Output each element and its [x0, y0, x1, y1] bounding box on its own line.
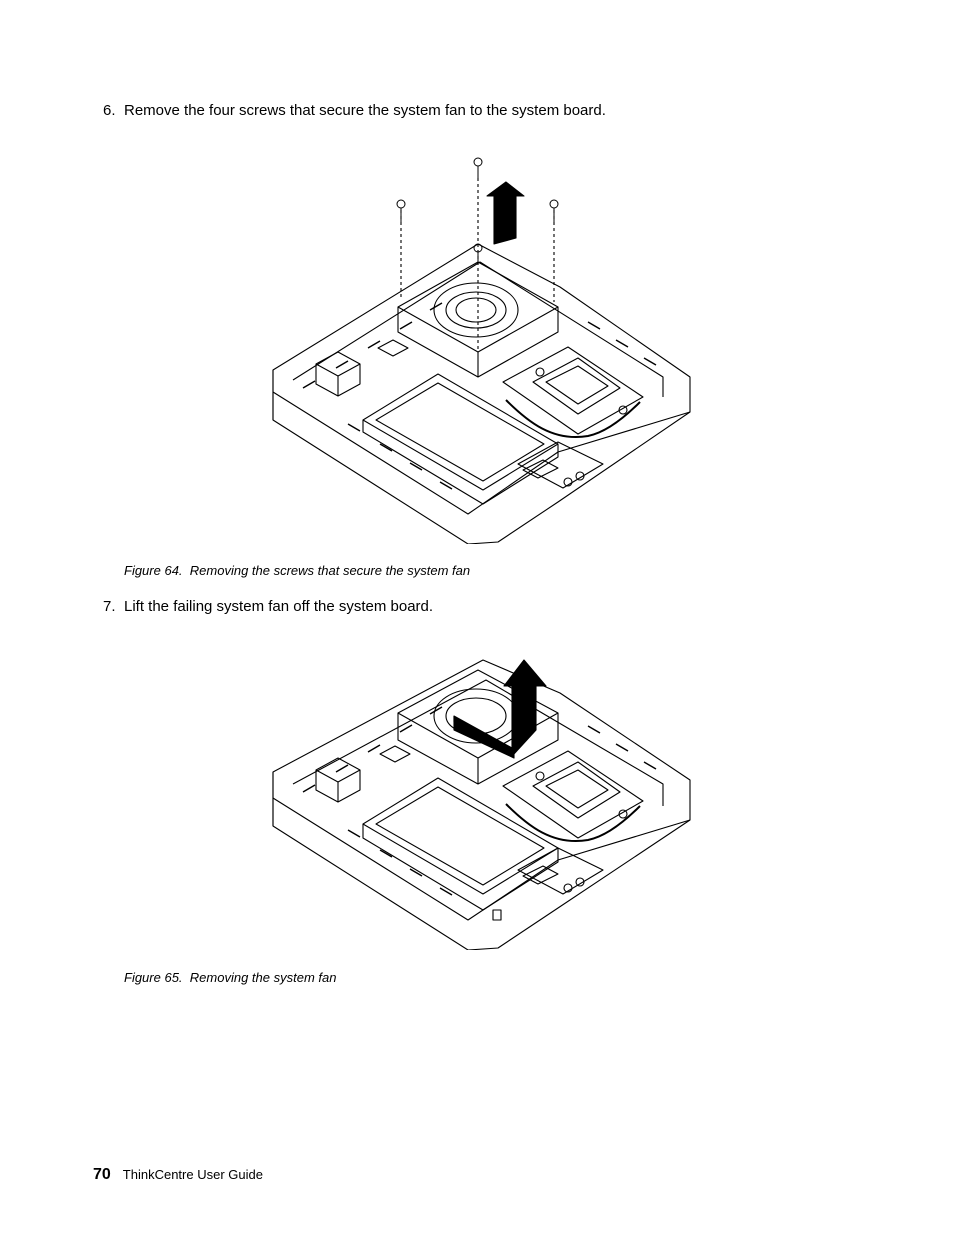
- figure-64-caption: Figure 64. Removing the screws that secu…: [124, 563, 470, 578]
- guide-title: ThinkCentre User Guide: [122, 1167, 263, 1182]
- figure-65-illustration: [268, 648, 698, 950]
- figure-65-caption: Figure 65. Removing the system fan: [124, 970, 336, 985]
- step-text: Remove the four screws that secure the s…: [124, 102, 606, 119]
- step-text: Lift the failing system fan off the syst…: [124, 598, 434, 615]
- figure-caption-text: Removing the screws that secure the syst…: [189, 563, 471, 578]
- step-6: 6. Remove the four screws that secure the…: [103, 102, 606, 120]
- figure-label: Figure 64.: [124, 563, 183, 578]
- page-number: 70: [93, 1166, 111, 1183]
- figure-label: Figure 65.: [124, 970, 183, 985]
- step-number: 7.: [103, 598, 116, 615]
- figure-64-illustration: [268, 152, 698, 544]
- figure-caption-text: Removing the system fan: [189, 970, 337, 985]
- step-7: 7. Lift the failing system fan off the sy…: [103, 598, 433, 616]
- page-footer: 70 ThinkCentre User Guide: [93, 1166, 263, 1184]
- step-number: 6.: [103, 102, 116, 119]
